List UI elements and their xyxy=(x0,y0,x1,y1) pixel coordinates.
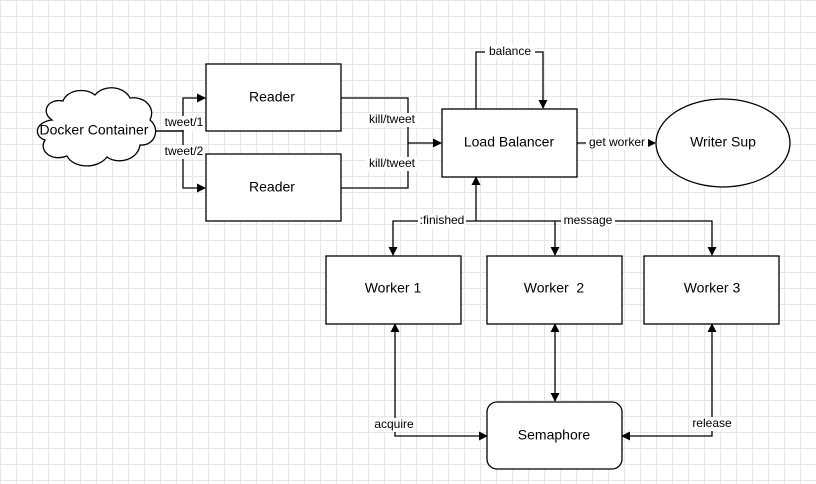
docker-container-label: Docker Container xyxy=(40,122,149,138)
reader1-box[interactable] xyxy=(205,63,342,132)
edge-label-acquire: acquire xyxy=(374,417,414,431)
edge-docker-reader2[interactable] xyxy=(150,130,206,193)
edge-lb-worker2[interactable] xyxy=(476,220,560,256)
edge-label-release: release xyxy=(692,416,732,430)
load-balancer-label: Load Balancer xyxy=(464,134,555,150)
writer-sup-label: Writer Sup xyxy=(690,134,756,150)
edge-label-get-worker: get worker xyxy=(589,135,645,149)
worker3-box[interactable] xyxy=(643,255,780,325)
edge-label-balance: balance xyxy=(489,44,531,58)
edge-label-backgrounds xyxy=(163,45,734,432)
edge-worker1-semaphore[interactable] xyxy=(390,323,488,441)
reader2-label: Reader xyxy=(249,179,295,195)
edge-label-kill-tweet-2: kill/tweet xyxy=(369,156,416,170)
edge-balance-loop[interactable] xyxy=(475,51,548,109)
edge-label-tweet2: tweet/2 xyxy=(165,144,204,158)
edge-worker3-semaphore[interactable] xyxy=(621,323,717,441)
worker1-box[interactable] xyxy=(325,255,462,325)
worker1-label: Worker 1 xyxy=(365,280,422,296)
docker-cloud-shape[interactable] xyxy=(36,87,157,167)
worker2-box[interactable] xyxy=(486,255,623,325)
worker2-label: Worker 2 xyxy=(524,280,585,296)
reader2-box[interactable] xyxy=(205,153,342,222)
writer-sup-ellipse[interactable] xyxy=(655,98,791,188)
load-balancer-box[interactable] xyxy=(441,108,578,178)
worker3-label: Worker 3 xyxy=(684,280,741,296)
semaphore-box[interactable] xyxy=(486,401,623,470)
edge-label-finished: :finished xyxy=(420,213,465,227)
edge-label-message: message xyxy=(564,213,613,227)
edge-label-tweet1: tweet/1 xyxy=(165,115,204,129)
semaphore-label: Semaphore xyxy=(518,427,591,443)
reader1-label: Reader xyxy=(249,89,295,105)
edge-label-kill-tweet-1: kill/tweet xyxy=(369,112,416,126)
